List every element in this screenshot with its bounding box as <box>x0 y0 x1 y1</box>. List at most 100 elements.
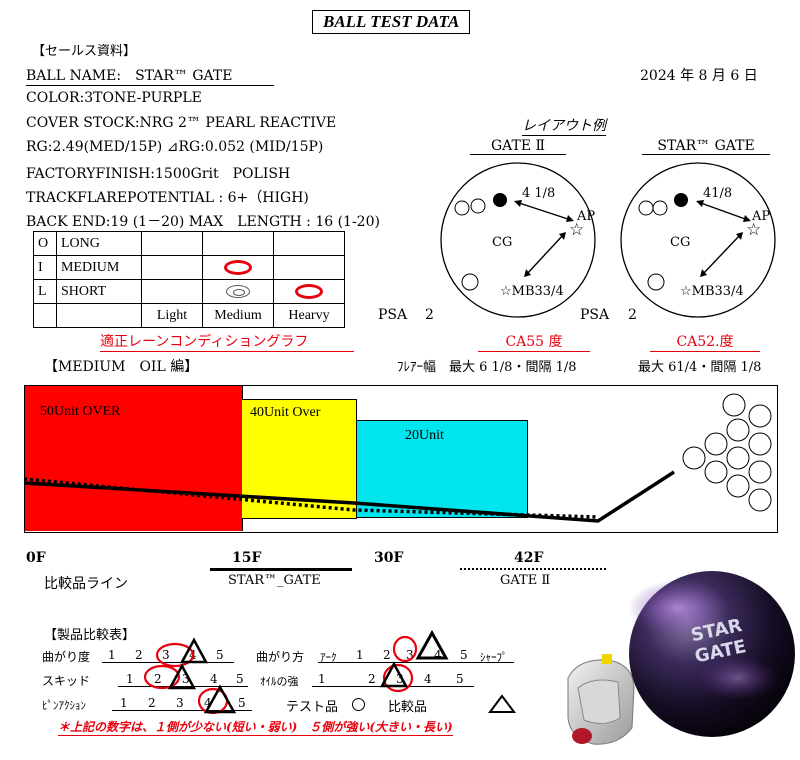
cell <box>141 231 203 256</box>
ca-left: CA55 度 <box>478 331 590 352</box>
zone-50unit-label: 50Unit OVER <box>40 404 121 419</box>
arrow-head <box>696 200 704 207</box>
layout-left-mb: ☆MB33/4 <box>500 284 564 299</box>
pin <box>748 404 772 428</box>
pin-deck <box>682 393 772 512</box>
layout-left-name: GATE Ⅱ <box>470 138 566 155</box>
pin <box>704 460 728 484</box>
row-label-long: LONG <box>56 231 142 256</box>
curve-label: 曲がり度 <box>42 650 91 664</box>
legend-label: 比較品ライン <box>44 576 128 592</box>
shape-num-5: 5 <box>460 648 468 662</box>
pin <box>704 432 728 456</box>
ball-product-image: STAR GATE <box>567 571 795 745</box>
psa-right-label: PSA <box>580 307 610 323</box>
finger-hole <box>470 198 486 214</box>
layout-right-mb: ☆MB33/4 <box>680 284 744 299</box>
pin-ap-line <box>515 201 572 221</box>
pin-ap-line <box>697 201 749 221</box>
pearl-swirl <box>628 580 728 636</box>
core-face <box>577 679 621 724</box>
oil-num-4: 4 <box>424 672 432 686</box>
pin-num-2: 2 <box>148 696 156 710</box>
arrow-head <box>559 232 566 240</box>
row-letter: L <box>33 279 57 304</box>
core-base <box>572 728 592 744</box>
ball-path-lines <box>24 393 772 523</box>
distance-15f: 15F <box>232 550 262 566</box>
pin <box>726 474 750 498</box>
rg-spec: RG:2.49(MED/15P) ⊿RG:0.052 (MID/15P) <box>26 139 324 155</box>
pin <box>682 446 706 470</box>
layout-right-cg: CG <box>670 235 691 250</box>
shape-num-1: 1 <box>356 648 364 662</box>
legend-gate2: GATE Ⅱ <box>500 573 551 588</box>
oil-compare-mark <box>379 661 409 688</box>
pin <box>726 446 750 470</box>
layout-right-pin: 41/8 <box>703 186 733 201</box>
star-gate-line <box>24 470 675 523</box>
skid-underline <box>118 686 248 687</box>
test-circle-icon <box>352 698 365 711</box>
col-label-light: Light <box>141 303 203 328</box>
finger-hole <box>454 200 470 216</box>
layout-right-ap: AP <box>752 209 771 224</box>
sales-label: 【セールス資料】 <box>32 44 137 59</box>
pin <box>748 488 772 512</box>
legend-star-gate: STAR™_GATE <box>228 573 321 588</box>
pin <box>748 460 772 484</box>
oil-label: ｵｲﾙの強 <box>260 675 299 688</box>
flare-right: 最大 61/4・間隔 1/8 <box>638 360 762 375</box>
condition-graph-label: 適正レーンコンディショングラフ <box>100 331 354 352</box>
pin-num-4: 4 <box>204 696 212 710</box>
arrow-head <box>743 215 751 222</box>
layout-left-cg: CG <box>492 235 513 250</box>
best-condition-mark <box>295 283 323 299</box>
flare-left: ﾌﾚｱｰ幅 最大 6 1/8・間隔 1/8 <box>397 360 577 375</box>
oil-section-label: 【MEDIUM OIL 編】 <box>44 359 199 375</box>
psa-right-value: 2 <box>628 307 637 323</box>
color-spec: COLOR:3TONE-PURPLE <box>26 90 202 106</box>
zone-50unit <box>25 386 243 531</box>
track-flare-spec: TRACKFLAREPOTENTIAL : 6+（HIGH) <box>26 190 309 206</box>
solid-line-sample <box>210 568 352 571</box>
pin-dot <box>674 193 688 207</box>
arrow-head <box>736 232 743 240</box>
zone-20unit <box>356 420 528 518</box>
curve-num-1: 1 <box>108 648 116 662</box>
cover-stock-spec: COVER STOCK:NRG 2™ PEARL REACTIVE <box>26 115 337 131</box>
arrow-head <box>514 200 522 207</box>
skid-num-4: 4 <box>210 672 218 686</box>
skid-num-2: 2 <box>154 672 162 686</box>
oil-num-1: 1 <box>318 672 326 686</box>
cell <box>33 303 57 328</box>
pin-num-5: 5 <box>238 696 246 710</box>
dotted-line-sample <box>460 568 606 570</box>
cell <box>202 255 274 280</box>
cell <box>273 231 345 256</box>
curve-compare-mark <box>179 637 209 664</box>
curve-num-5: 5 <box>216 648 224 662</box>
skid-label: スキッド <box>42 674 91 688</box>
oil-test-mark <box>382 663 414 693</box>
pin-dot <box>493 193 507 207</box>
row-label-short: SHORT <box>56 279 142 304</box>
pin <box>722 393 746 417</box>
gate2-line <box>24 477 599 519</box>
psa-left-label: PSA <box>378 307 408 323</box>
thumb-hole <box>647 273 665 291</box>
best-condition-mark <box>224 259 252 275</box>
row-label-medium: MEDIUM <box>56 255 142 280</box>
page-title: BALL TEST DATA <box>312 10 471 34</box>
curve-num-3: 3 <box>162 648 170 662</box>
distance-30f: 30F <box>374 550 404 566</box>
distance-0f: 0F <box>26 550 46 566</box>
curve-num-2: 2 <box>135 648 143 662</box>
finish-spec: FACTORYFINISH:1500Grit POLISH <box>26 166 291 182</box>
layout-diagrams: ☆ ☆ <box>440 162 776 318</box>
thumb-hole <box>461 273 479 291</box>
arrow-head <box>524 269 531 277</box>
layout-right-name: STAR™ GATE <box>642 138 770 155</box>
cell <box>56 303 142 328</box>
ap-star-icon: ☆ <box>746 220 761 240</box>
